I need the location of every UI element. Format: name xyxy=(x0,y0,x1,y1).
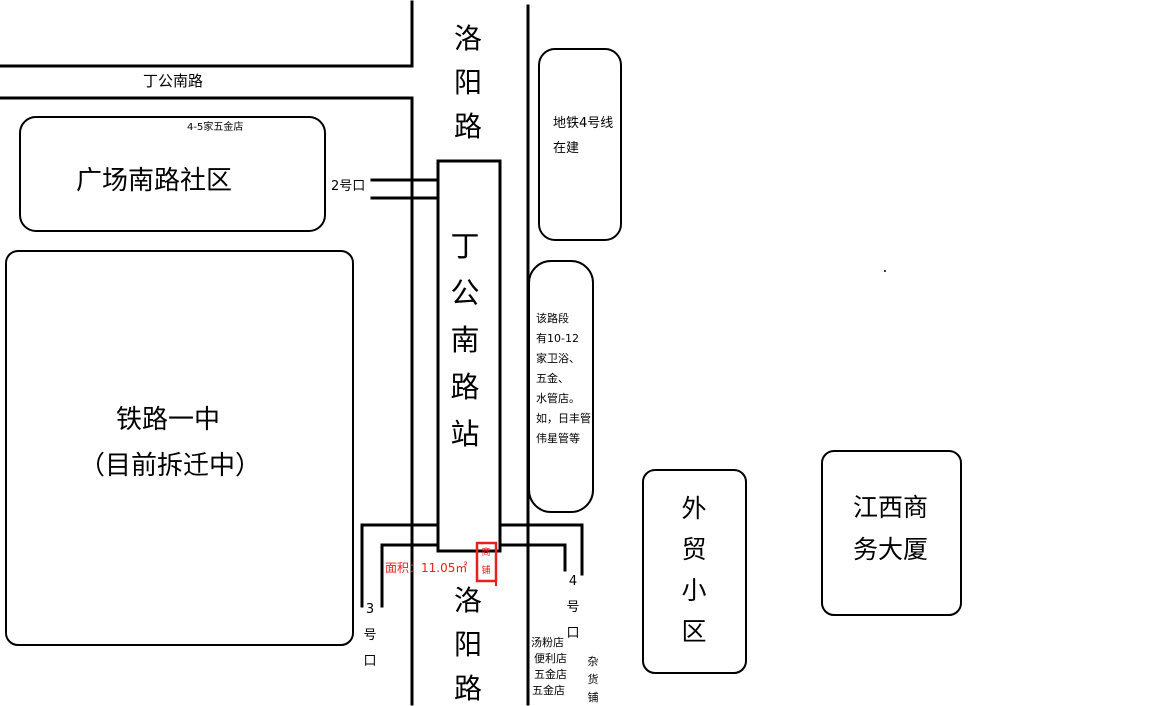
lower-shop-item: 汤粉店 xyxy=(531,636,564,649)
road-label-luoyang-upper: 洛阳路 xyxy=(453,22,482,143)
shops-note-line: 水管店。 xyxy=(536,392,580,405)
waimao-community-label: 外贸小区 xyxy=(681,494,707,646)
road-label-dinggong-south: 丁公南路 xyxy=(143,72,204,90)
railway-school-label: 铁路一中 xyxy=(116,405,221,435)
exit3-label: 3号口 xyxy=(363,602,377,669)
guangchang-community-label: 广场南路社区 xyxy=(76,166,233,196)
railway-school-box xyxy=(5,250,354,646)
guangchang-community-box xyxy=(19,116,326,232)
shops-note: 该路段 有10-12 家卫浴、 五金、 水管店。 如，日丰管 伟星管等 xyxy=(536,309,591,449)
shop-label: 商铺 xyxy=(481,548,491,576)
lower-shop-item: 五金店 xyxy=(534,668,567,681)
shops-note-box xyxy=(528,260,594,513)
subway-line4-label: 地铁4号线 xyxy=(553,116,614,131)
exit4-line-a xyxy=(498,523,584,576)
jiangxi-building-label: 江西商 xyxy=(853,493,929,522)
grocery-shop-label: 杂货铺 xyxy=(587,655,599,704)
waimao-community-box xyxy=(642,469,747,674)
shops-note-line: 五金、 xyxy=(536,372,569,385)
hardware-stores-note: 4-5家五金店 xyxy=(187,122,244,133)
shops-note-line: 该路段 xyxy=(536,312,569,325)
exit3-line-a xyxy=(360,523,440,608)
station-name: 丁公南路站 xyxy=(450,229,480,451)
shops-note-line: 有10-12 xyxy=(536,332,579,345)
shops-note-line: 伟星管等 xyxy=(536,432,580,445)
railway-school-status: （目前拆迁中） xyxy=(79,451,262,481)
exit4-line-b xyxy=(498,543,567,572)
subway-status-label: 在建 xyxy=(553,141,580,156)
lower-shops-list: 汤粉店 便利店 五金店 五金店 xyxy=(531,635,567,699)
exit4-label: 4号口 xyxy=(566,574,580,641)
shops-note-line: 如，日丰管 xyxy=(536,412,591,425)
subway-line4-box xyxy=(538,48,622,241)
jiangxi-building-label-2: 务大厦 xyxy=(853,535,929,564)
station-box xyxy=(436,159,502,553)
exit2-label: 2号口 xyxy=(331,179,366,194)
lower-shop-item: 便利店 xyxy=(534,652,567,665)
shops-note-line: 家卫浴、 xyxy=(536,352,580,365)
stray-dot xyxy=(884,270,886,272)
shop-area-label: 面积：11.05㎡ xyxy=(385,561,468,575)
lower-shop-item: 五金店 xyxy=(532,684,565,697)
exit3-line-b xyxy=(380,543,440,608)
road-label-luoyang-lower: 洛阳路 xyxy=(453,584,482,705)
jiangxi-building-box xyxy=(821,450,962,616)
